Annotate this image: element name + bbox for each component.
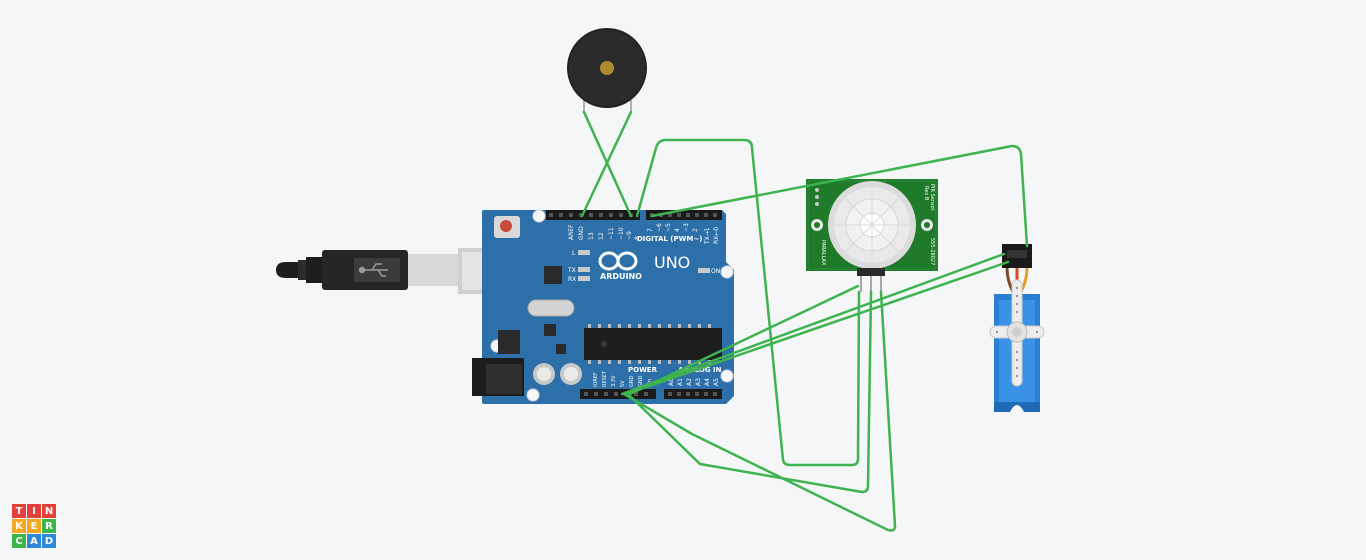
- pin-label: ~9: [626, 231, 633, 240]
- pin-label: A3: [695, 378, 702, 386]
- logo-letter: K: [12, 519, 26, 533]
- logo-letter: R: [42, 519, 56, 533]
- pin-label: AREF: [568, 224, 575, 240]
- pin-label: GND: [629, 375, 635, 387]
- pin-label: A1: [677, 378, 684, 386]
- logo-letter: N: [42, 504, 56, 518]
- pin-label: ~11: [608, 227, 615, 240]
- wire-buzzer-b[interactable]: [580, 110, 633, 218]
- wire-gnd-pir[interactable]: [626, 290, 873, 494]
- pin-label: A0: [668, 378, 675, 386]
- logo-letter: C: [12, 534, 26, 548]
- pin-label: 7: [647, 228, 654, 232]
- wire-5v-pir[interactable]: [622, 290, 897, 532]
- pir-title: PIR Sensor: [929, 184, 935, 212]
- digital-header[interactable]: [546, 210, 722, 220]
- pin-label: 2: [692, 228, 699, 232]
- digital-pin-labels: AREF GND 13 12 ~11 ~10 ~9 8 7 ~6 ~5 4 ~3…: [568, 223, 720, 245]
- wire-power-servo-c[interactable]: [628, 284, 860, 396]
- logo-letter: E: [27, 519, 41, 533]
- logo-letter: I: [27, 504, 41, 518]
- led-tx-label: TX: [567, 267, 576, 274]
- piezo-buzzer[interactable]: [567, 28, 647, 112]
- pin-label: ~6: [656, 223, 663, 232]
- pin-label: 3.3V: [611, 375, 617, 387]
- wire-power-servo-a[interactable]: [620, 252, 1006, 396]
- pin-label: A4: [704, 378, 711, 386]
- wire-pin7-servo[interactable]: [650, 144, 1029, 248]
- wire-pin8-loop[interactable]: [635, 138, 861, 467]
- micro-servo[interactable]: [989, 244, 1045, 412]
- on-led-label: ON: [711, 268, 720, 275]
- pin-label: 4: [674, 228, 681, 232]
- pin-label: 13: [588, 232, 595, 240]
- analog-label: ANALOG IN: [678, 366, 722, 374]
- pin-label: ~3: [683, 223, 690, 232]
- pir-part-number: 555-28027: [929, 238, 935, 265]
- arduino-model: UNO: [654, 253, 690, 272]
- pir-brand: PARALLAX: [820, 240, 826, 266]
- pin-label: GND: [638, 375, 644, 387]
- logo-letter: D: [42, 534, 56, 548]
- servo-horn[interactable]: [989, 279, 1045, 387]
- power-label: POWER: [628, 366, 658, 374]
- reset-button[interactable]: [494, 216, 520, 238]
- pin-label: ~10: [618, 227, 625, 240]
- wire-power-servo-b[interactable]: [624, 260, 1010, 396]
- pin-label: IOREF: [593, 372, 599, 387]
- pin-label: 5V: [620, 380, 626, 387]
- pin-label: 12: [598, 232, 605, 240]
- power-jack: [472, 358, 524, 396]
- usb-icon: [358, 263, 388, 277]
- power-header[interactable]: [580, 389, 656, 399]
- led-l-label: L: [572, 250, 576, 257]
- pin-label: ~5: [665, 223, 672, 232]
- pir-sensor[interactable]: PARALLAX PIR Sensor Rev B 555-28027: [806, 179, 938, 292]
- wires[interactable]: [580, 110, 1029, 532]
- led-rx-label: RX: [568, 276, 576, 283]
- pir-rev: Rev B: [923, 186, 929, 201]
- pin-label: A2: [686, 378, 693, 386]
- pin-label: A5: [713, 378, 720, 386]
- arduino-infinity-logo: [598, 251, 638, 271]
- pin-label: RX←0: [713, 227, 720, 244]
- pin-label: GND: [578, 226, 585, 240]
- arduino-uno-board[interactable]: L TX RX ON AREF GND 13 12 ~11 ~10 ~9: [472, 209, 734, 404]
- pin-label: TX→1: [704, 227, 711, 245]
- arduino-brand: ARDUINO: [600, 272, 642, 281]
- logo-letter: A: [27, 534, 41, 548]
- tinkercad-logo[interactable]: T I N K E R C A D: [12, 504, 56, 548]
- analog-pin-labels: A0 A1 A2 A3 A4 A5: [668, 378, 720, 386]
- logo-letter: T: [12, 504, 26, 518]
- pin-label: RESET: [602, 370, 608, 387]
- pir-dome: [828, 181, 916, 269]
- digital-header-title: DIGITAL (PWM~): [637, 235, 702, 243]
- analog-header[interactable]: [664, 389, 722, 399]
- pin-label: 8: [634, 236, 641, 240]
